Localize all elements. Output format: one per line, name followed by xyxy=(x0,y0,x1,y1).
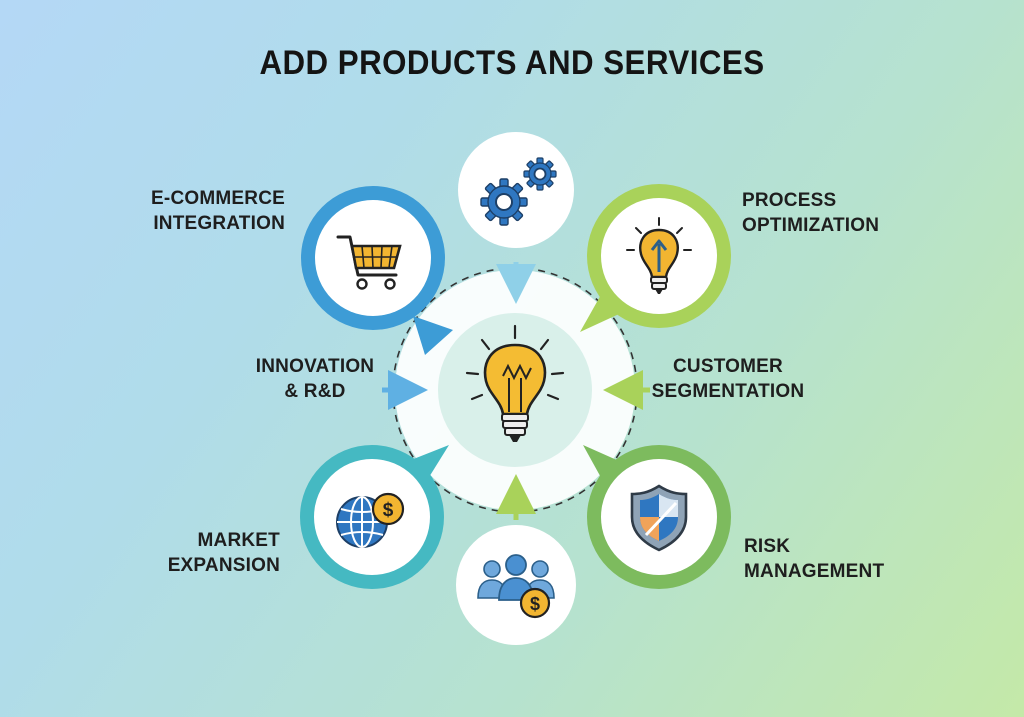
node-customers: $ xyxy=(456,525,576,645)
node-market: $ xyxy=(300,445,449,589)
globe-dollar-icon: $ xyxy=(336,492,405,548)
shopping-cart-icon xyxy=(336,235,402,290)
connector-arrows xyxy=(382,262,650,520)
people-dollar-icon: $ xyxy=(477,554,555,619)
svg-text:$: $ xyxy=(530,594,540,614)
node-operations xyxy=(458,132,574,248)
node-risk xyxy=(583,445,731,589)
svg-text:$: $ xyxy=(383,500,394,521)
node-process xyxy=(580,184,731,332)
gears-icon xyxy=(480,157,557,226)
lightbulb-icon xyxy=(465,324,565,442)
node-ecommerce xyxy=(301,186,453,355)
label-innovation: INNOVATION& R&D xyxy=(255,356,375,402)
page-title: ADD PRODUCTS AND SERVICES xyxy=(259,44,765,82)
lightbulb-arrow-icon xyxy=(626,217,692,294)
shield-icon xyxy=(630,484,688,552)
